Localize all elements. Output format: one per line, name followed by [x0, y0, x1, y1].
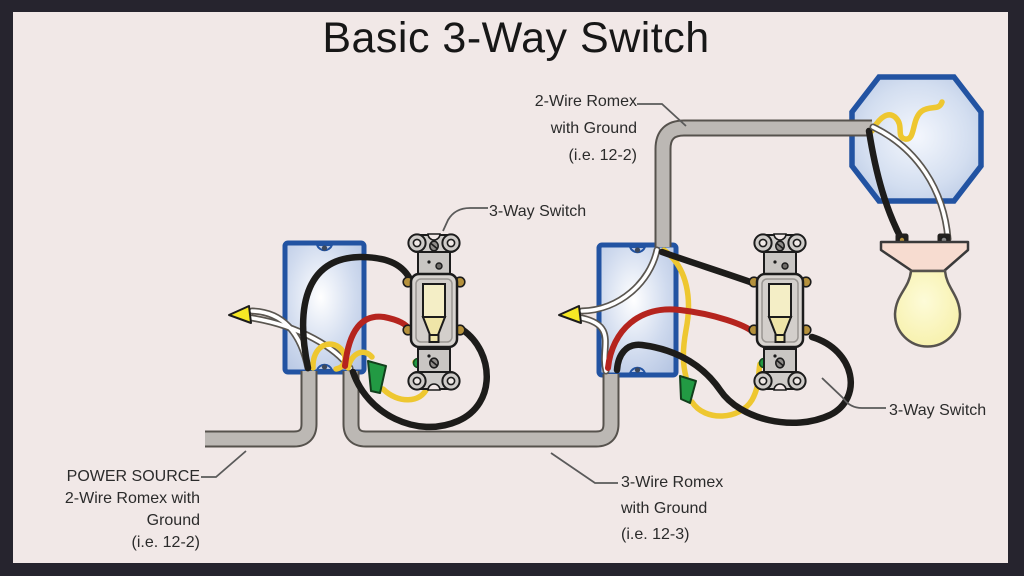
label-traveler-cable: 3-Wire Romex with Ground (i.e. 12-3) [621, 470, 723, 548]
leader-switch2 [821, 377, 886, 409]
label-switch1: 3-Way Switch [489, 203, 587, 220]
label-line: POWER SOURCE [66, 468, 200, 485]
label-line: with Ground [550, 120, 637, 137]
wire-nut-green-1 [367, 360, 387, 394]
traveler-cable [342, 371, 620, 448]
label-line: (i.e. 12-2) [131, 534, 200, 551]
light-cable [654, 119, 872, 247]
leader-switch1 [442, 207, 488, 232]
box2-black-wire [658, 248, 760, 288]
box2-red-wire [605, 306, 756, 371]
wire-nut-yellow-2 [558, 305, 582, 324]
label-line: 3-Wire Romex [621, 474, 724, 491]
lamp-socket [879, 240, 970, 273]
light-white-wire [869, 123, 952, 243]
three-way-switch-1 [401, 232, 467, 392]
label-line: Ground [146, 512, 200, 529]
label-line: 2-Wire Romex [534, 93, 637, 110]
label-switch2: 3-Way Switch [889, 402, 987, 419]
label-line: with Ground [621, 500, 708, 517]
label-line: (i.e. 12-2) [568, 147, 637, 164]
wire-nut-yellow-1 [228, 305, 252, 324]
label-power-source: POWER SOURCE 2-Wire Romex with Ground (i… [24, 466, 200, 554]
wire-nut-green-2 [679, 375, 697, 404]
light-bulb [893, 269, 962, 348]
box1-red-wire [342, 313, 413, 369]
switch2-black-loop [613, 333, 854, 426]
page-title: Basic 3-Way Switch [322, 14, 710, 62]
label-line: (i.e. 12-3) [621, 526, 690, 543]
light-fixture [879, 233, 970, 348]
box1-black-wire [299, 253, 415, 372]
box2-white-wires [578, 246, 661, 375]
leader-power-source [201, 450, 247, 478]
light-black-wire [865, 127, 906, 244]
switch-box-1 [282, 240, 367, 375]
diagram-canvas [13, 12, 1008, 563]
octagon-junction-box [849, 74, 984, 204]
label-light-cable: 2-Wire Romex with Ground (i.e. 12-2) [437, 88, 637, 169]
power-cable [205, 371, 318, 448]
leader-light-cable [637, 103, 687, 127]
light-ground-wire [869, 99, 945, 142]
switch1-black-loop [349, 326, 490, 431]
leader-traveler-cable [550, 452, 618, 484]
label-line: 2-Wire Romex with [64, 490, 200, 507]
